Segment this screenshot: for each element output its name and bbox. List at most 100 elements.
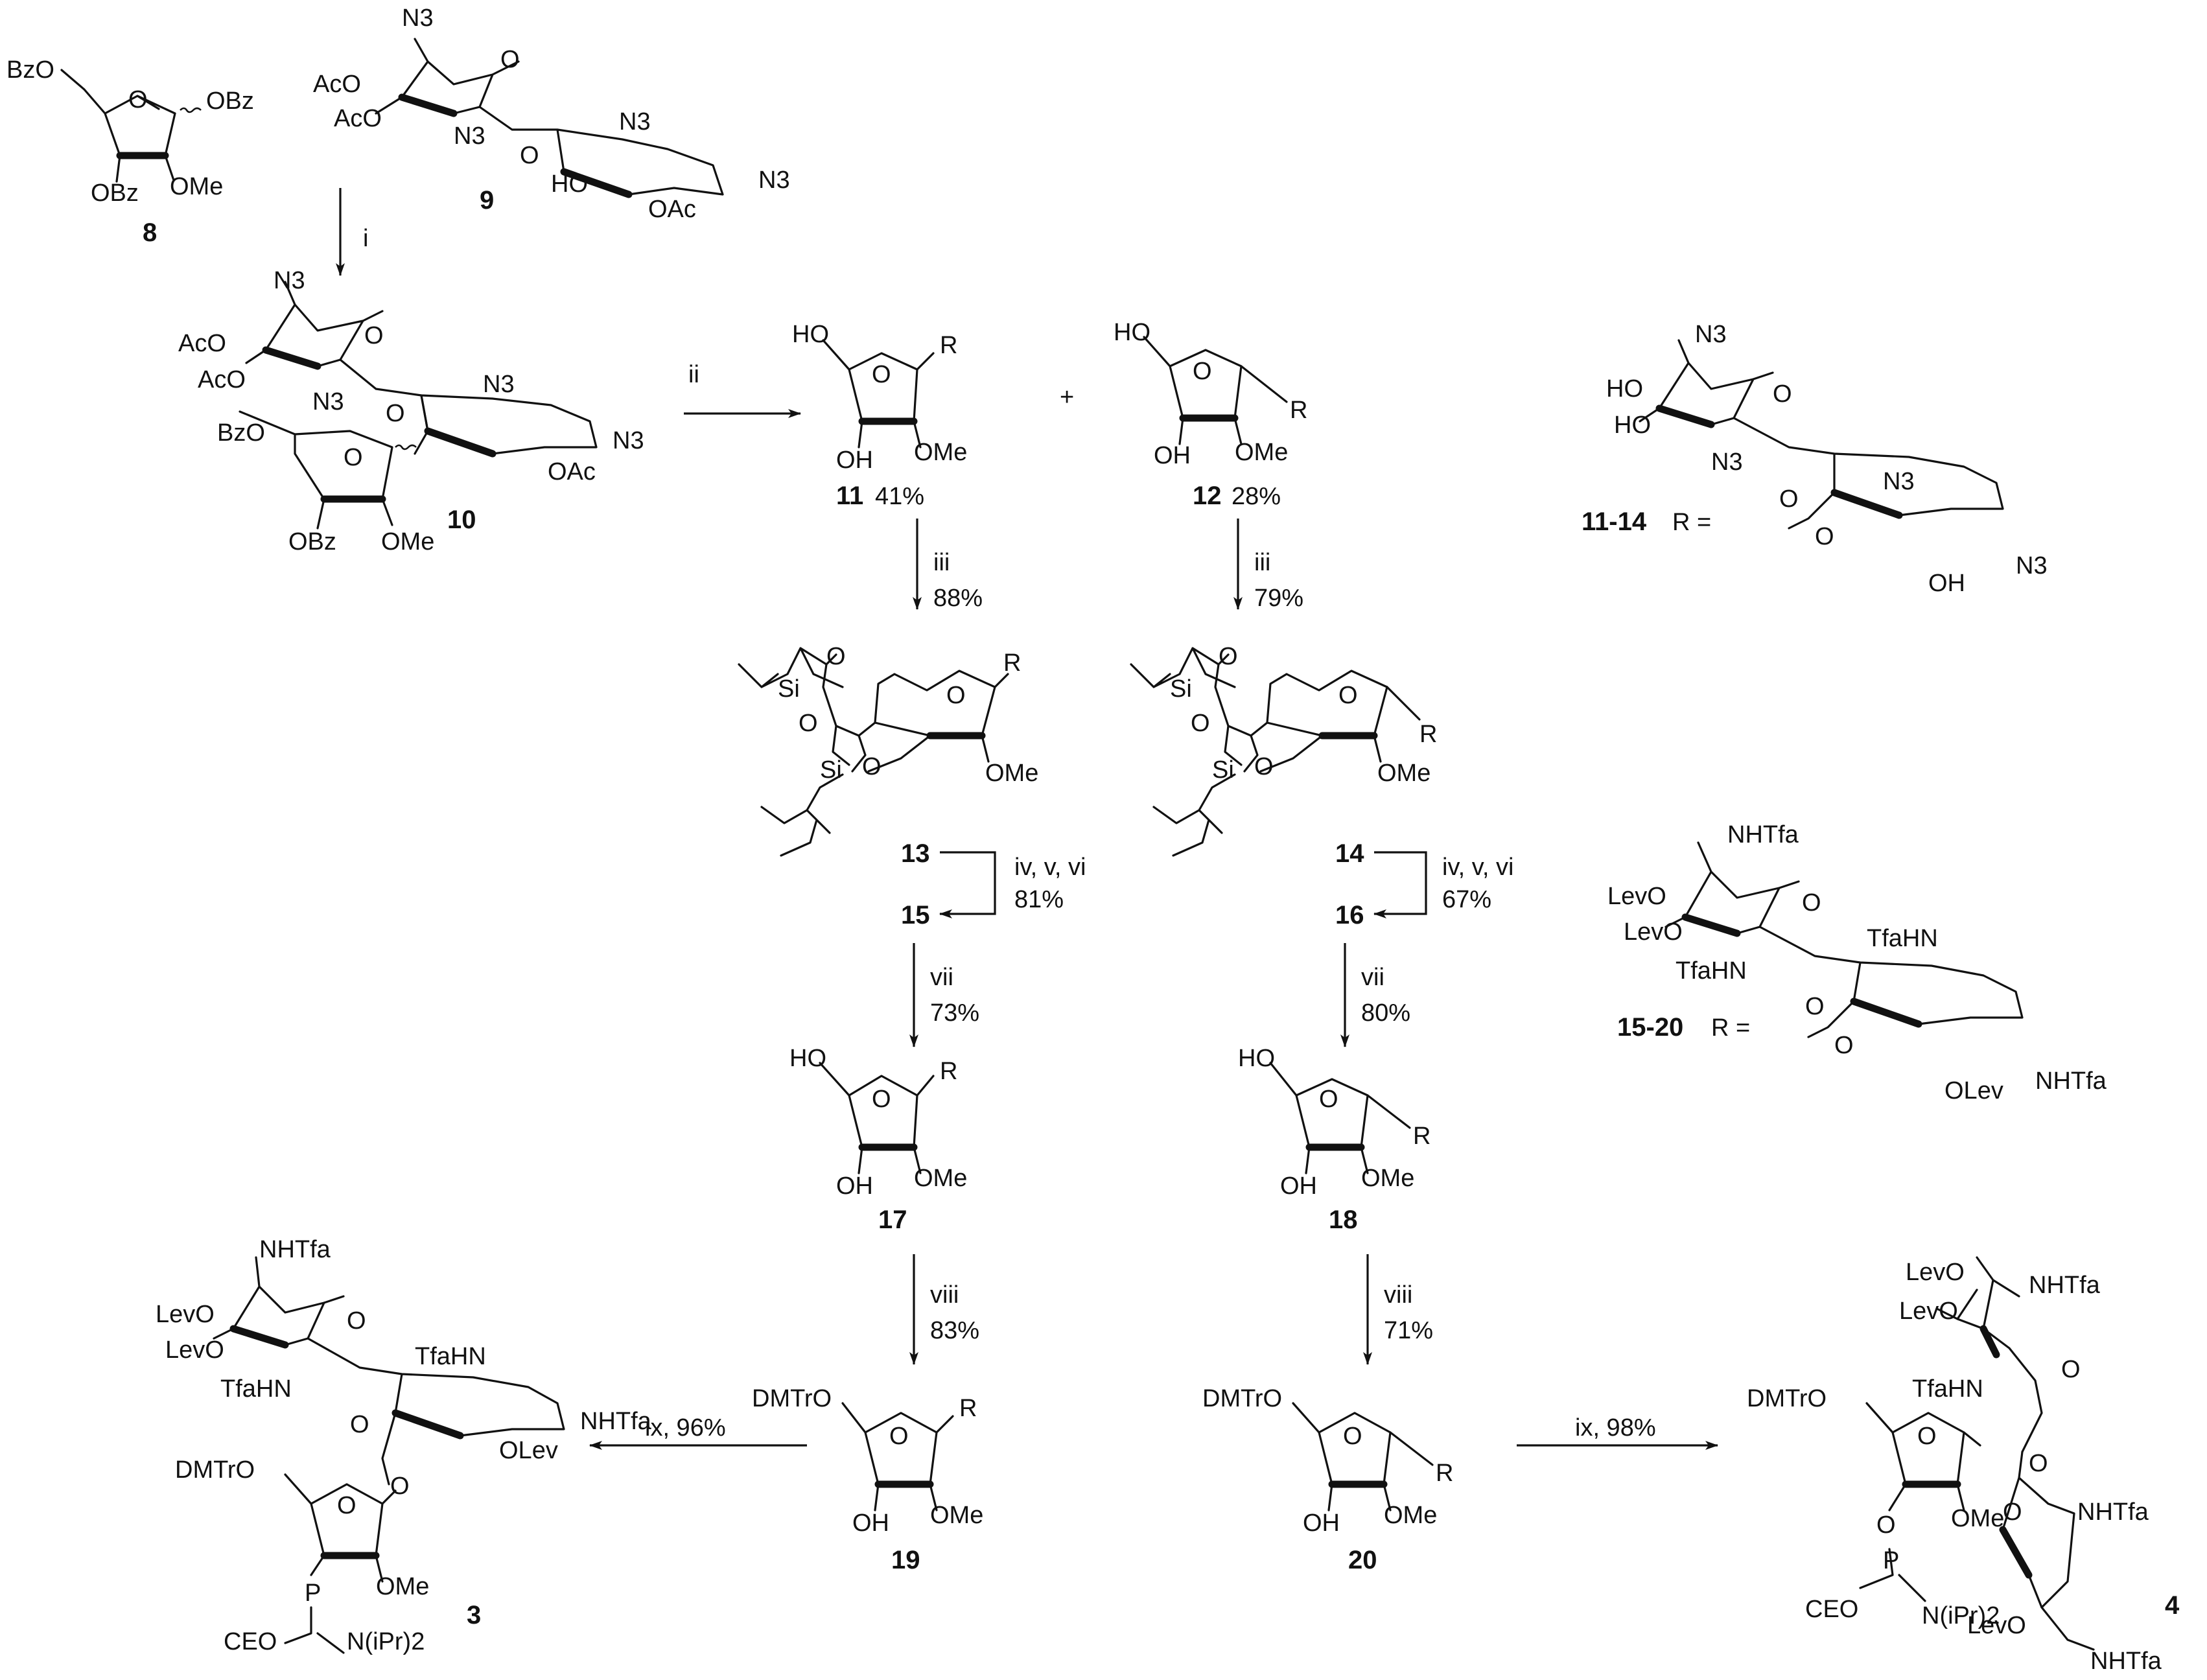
compound-13: O Si O Si O O R OMe [738,643,1038,857]
atom-label: NHTfa [1727,821,1799,848]
atom-label: R [1290,397,1307,424]
step-viii-b-yield: 71% [1384,1317,1433,1344]
step-ix-b-label: ix, 98% [1575,1414,1656,1441]
atom-label: TfaHN [1912,1375,1983,1403]
atom-label: OMe [381,528,434,555]
arrow-step-iv-vi-a [939,851,996,918]
atom-label: R [1003,649,1021,677]
compound-id: 11 [836,482,863,510]
atom-label: OMe [1235,439,1288,466]
atom-label: R [940,1058,957,1085]
atom-label: O [1917,1423,1937,1450]
atom-label: N(iPr)2 [347,1628,425,1655]
atom-label: OMe [985,760,1038,787]
atom-label: N3 [483,371,515,398]
atom-label: O [347,1307,366,1335]
atom-label: HO [1114,319,1150,346]
compound-11: HO O R OH OMe 11 41% [792,321,967,510]
atom-label: AcO [178,330,226,357]
atom-label: OH [1280,1172,1317,1200]
atom-label: N3 [1883,468,1915,495]
atom-label: OMe [1361,1165,1414,1192]
atom-label: TfaHN [415,1343,486,1370]
atom-label: OH [852,1510,889,1537]
step-iv-vi-a-yield: 81% [1014,886,1064,913]
atom-label: O [1343,1423,1362,1450]
step-viii-a-label: viii [930,1281,959,1309]
compound-18: HO O R OH OMe 18 [1238,1045,1430,1234]
compound-3: NHTfa LevO LevO TfaHN O O TfaHN NHTfa OL… [156,1236,652,1655]
atom-label: O [1815,523,1834,550]
atom-label: AcO [198,366,246,393]
atom-label: N3 [454,122,485,150]
atom-label: N3 [274,267,305,294]
step-vii-a-yield: 73% [930,999,979,1027]
atom-label: TfaHN [220,1375,292,1403]
compound-14: O Si O Si O O R OMe [1130,643,1437,857]
atom-label: N3 [613,427,644,454]
atom-label: TfaHN [1867,925,1938,952]
step-ii-label: ii [688,361,699,388]
atom-label: R [959,1395,977,1422]
atom-label: OMe [1951,1505,2004,1532]
step-viii-b-label: viii [1384,1281,1412,1309]
atom-label: OMe [170,173,223,200]
atom-label: OH [836,1172,873,1200]
step-iv-vi-b-yield: 67% [1442,886,1491,913]
compound-id: 4 [2165,1591,2180,1620]
atom-label: BzO [6,56,54,84]
atom-label: OMe [914,1165,967,1192]
atom-label: O [520,142,539,169]
atom-label: O [500,46,520,73]
atom-label: N3 [1695,321,1727,348]
atom-label: O [344,444,363,471]
atom-label: NHTfa [580,1408,652,1435]
r-group-range: 15-20 [1617,1013,1683,1042]
compound-id: 18 [1329,1206,1358,1234]
atom-label: OMe [1377,760,1430,787]
atom-label: O [128,86,148,113]
atom-label: Si [778,675,800,703]
atom-label: P [1883,1547,1899,1574]
atom-label: O [2029,1450,2048,1477]
step-iv-vi-b-label: iv, v, vi [1442,854,1513,881]
atom-label: O [364,322,384,349]
compound-id: 20 [1348,1546,1377,1574]
atom-label: O [390,1473,410,1500]
atom-label: O [1319,1086,1338,1113]
step-iii-b-label: iii [1254,549,1270,576]
atom-label: O [1191,710,1210,737]
atom-label: O [1805,993,1825,1020]
atom-label: O [826,643,846,670]
step-iv-vi-a-label: iv, v, vi [1014,854,1086,881]
compound-id: 17 [878,1206,907,1234]
atom-label: O [2003,1499,2022,1526]
atom-label: O [872,1086,891,1113]
atom-label: LevO [1967,1612,2026,1639]
atom-label: DMTrO [1747,1385,1827,1412]
atom-label: LevO [156,1301,215,1328]
compound-id: 9 [480,186,494,215]
compound-id: 10 [447,506,476,534]
atom-label: O [1802,889,1821,916]
atom-label: LevO [1906,1259,1965,1286]
atom-label: OH [1303,1510,1340,1537]
compound-id: 12 [1193,482,1222,510]
compound-id: 3 [467,1601,481,1629]
atom-label: OAc [548,458,596,485]
atom-label: N3 [402,5,434,32]
compound-19: DMTrO O R OH OMe 19 [752,1385,983,1574]
atom-label: Si [1212,756,1234,784]
atom-label: OBz [91,180,139,207]
atom-label: NHTfa [2077,1499,2149,1526]
compound-12: HO O R OH OMe 12 28% [1114,319,1307,510]
atom-label: OLev [1944,1077,2003,1104]
atom-label: R [1436,1460,1453,1487]
compound-id-14: 14 [1335,839,1364,868]
plus-sign: + [1060,384,1074,411]
atom-label: DMTrO [175,1456,255,1484]
atom-label: NHTfa [2035,1068,2107,1095]
step-iii-a-yield: 88% [933,585,983,612]
atom-label: N3 [1711,449,1743,476]
atom-label: LevO [1624,918,1683,946]
